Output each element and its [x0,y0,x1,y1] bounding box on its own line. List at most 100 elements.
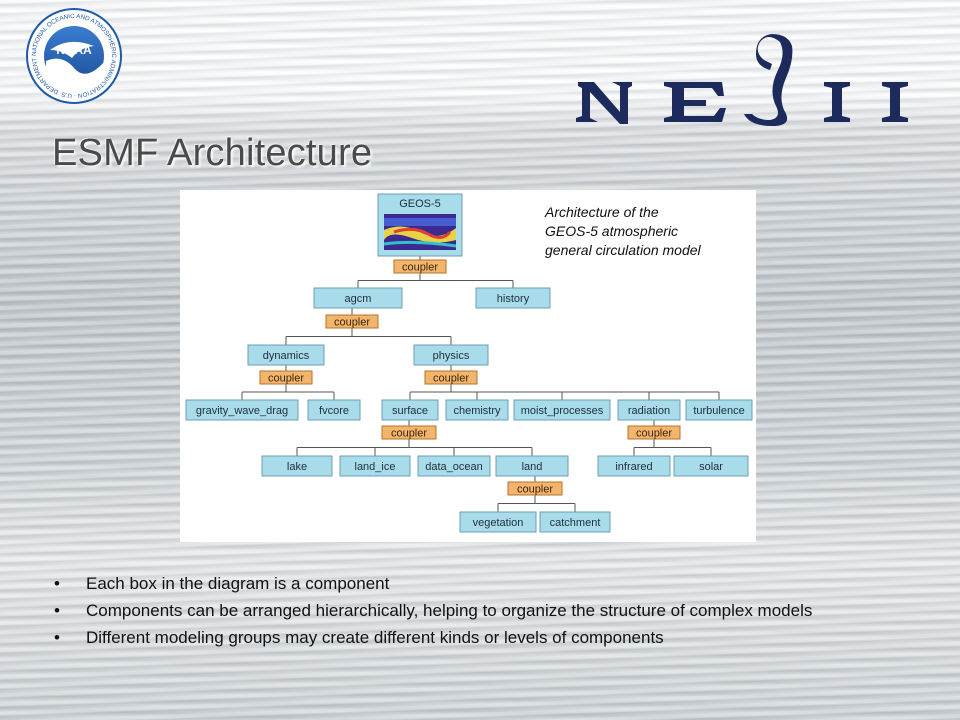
component-node-chemistry: chemistry [445,399,509,421]
component-node-moist-processes: moist_processes [513,399,611,421]
component-node-lake: lake [261,455,333,477]
coupler-box [507,481,563,496]
caption-line: GEOS-5 atmospheric [545,223,679,239]
component-label: moist_processes [521,405,604,417]
component-box [445,399,509,421]
component-box [685,399,753,421]
coupler-label: coupler [636,428,672,440]
coupler-node: coupler [393,259,447,274]
bullet-text: Components can be arranged hierarchicall… [86,601,813,620]
component-node-fvcore: fvcore [307,399,361,421]
bullet-item: • Components can be arranged hierarchical… [54,599,934,622]
bullet-dot-icon: • [54,601,60,620]
component-label: land [522,461,543,473]
caption-line: general circulation model [545,242,701,258]
component-node-data-ocean: data_ocean [417,455,491,477]
coupler-node: coupler [507,481,563,496]
component-label: gravity_wave_drag [196,405,288,417]
component-box [513,399,611,421]
coupler-box [381,425,437,440]
component-box [459,511,537,533]
component-box [381,399,439,421]
coupler-node: coupler [325,314,379,329]
component-label: chemistry [453,405,501,417]
coupler-node: coupler [424,370,478,385]
component-node-turbulence: turbulence [685,399,753,421]
component-label: physics [433,350,470,362]
component-label: GEOS-5 [399,198,441,210]
component-label: turbulence [693,405,744,417]
bullet-text: Different modeling groups may create dif… [86,628,664,647]
coupler-box [259,370,313,385]
coupler-node: coupler [627,425,681,440]
diagram-caption: Architecture of the GEOS-5 atmospheric g… [545,203,760,260]
component-label: history [497,293,530,305]
page-title: ESMF Architecture [52,132,373,174]
bullet-dot-icon: • [54,574,60,593]
component-box [539,511,611,533]
component-node-land: land coupler [495,455,569,496]
component-label: dynamics [263,350,310,362]
component-label: agcm [345,293,372,305]
component-box [417,455,491,477]
coupler-node: coupler [259,370,313,385]
component-label: vegetation [473,517,524,529]
coupler-label: coupler [402,262,438,274]
component-box [313,287,403,309]
coupler-label: coupler [517,484,553,496]
noaa-center-text: NOAA [56,43,92,57]
component-node-vegetation: vegetation [459,511,537,533]
component-label: surface [392,405,428,417]
nesii-logo: NESII [576,34,908,126]
component-node-agcm: agcm coupler [313,287,403,329]
component-box [339,455,411,477]
bullet-list: •Each box in the diagram is a component … [54,572,934,653]
bullet-item: •Each box in the diagram is a component [54,572,934,595]
component-label: infrared [615,461,652,473]
coupler-label: coupler [334,317,370,329]
component-box [247,344,325,366]
component-box [307,399,361,421]
component-label: data_ocean [425,461,483,473]
component-box [495,455,569,477]
coupler-box [325,314,379,329]
component-node-dynamics: dynamics coupler [247,344,325,385]
component-node-solar: solar [673,455,749,477]
bullet-dot-icon: • [54,628,60,647]
noaa-logo: NATIONAL OCEANIC AND ATMOSPHERIC ADMINIS… [24,6,122,104]
component-node-gravity-wave-drag: gravity_wave_drag [185,399,299,421]
component-label: catchment [550,517,601,529]
component-box [617,399,681,421]
coupler-node: coupler [381,425,437,440]
component-box [185,399,299,421]
component-label: fvcore [319,405,349,417]
coupler-label: coupler [268,373,304,385]
component-node-catchment: catchment [539,511,611,533]
architecture-diagram: GEOS-5 coupler agcm coupler history dynamics c… [180,190,756,542]
coupler-label: coupler [433,373,469,385]
component-label: land_ice [355,461,396,473]
component-node-radiation: radiation coupler [617,399,681,440]
component-label: radiation [628,405,670,417]
component-node-geos5: GEOS-5 coupler [377,193,463,274]
component-node-physics: physics coupler [413,344,489,385]
bullet-item: • Different modeling groups may create di… [54,626,934,649]
geos5-map-image [383,214,457,250]
component-box [413,344,489,366]
component-node-history: history [475,287,551,309]
component-box [261,455,333,477]
diagram-nodes: GEOS-5 coupler agcm coupler history dynamics c… [185,193,753,533]
coupler-box [627,425,681,440]
component-box [475,287,551,309]
component-label: lake [287,461,307,473]
caption-line: Architecture of the [545,204,659,220]
diagram-edges [241,256,720,512]
component-tree: GEOS-5 coupler agcm coupler history dynamics c… [185,193,753,533]
component-label: solar [699,461,723,473]
component-box [673,455,749,477]
component-node-surface: surface coupler [381,399,439,440]
coupler-label: coupler [391,428,427,440]
coupler-box [424,370,478,385]
component-node-infrared: infrared [597,455,671,477]
component-box [597,455,671,477]
